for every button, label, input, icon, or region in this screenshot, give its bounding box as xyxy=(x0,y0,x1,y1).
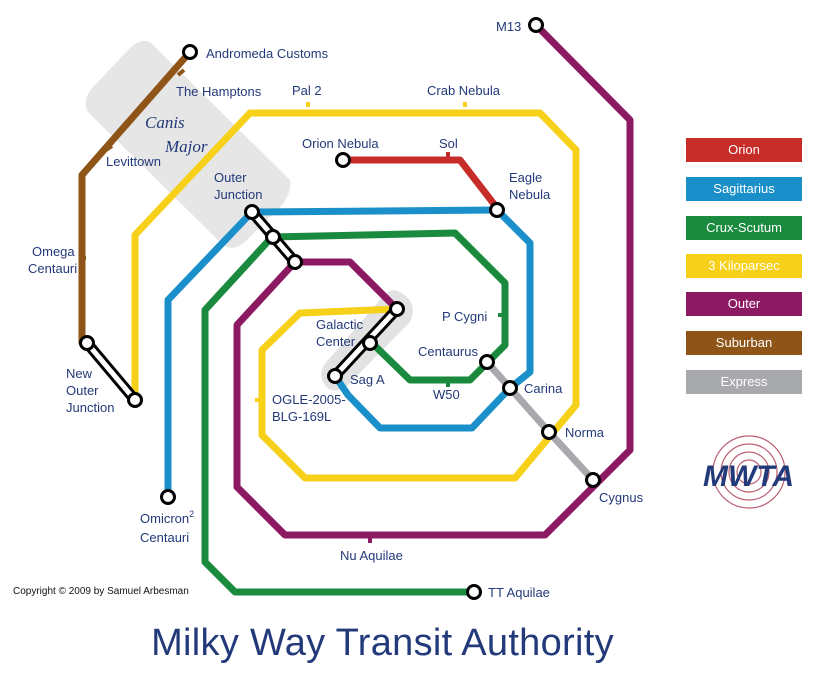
legend-express[interactable]: Express xyxy=(686,370,802,394)
label-levittown: Levittown xyxy=(106,154,161,169)
legend-3-kiloparsec[interactable]: 3 Kiloparsec xyxy=(686,254,802,278)
mwta-logo: MWTA xyxy=(703,435,794,509)
station-cygnus[interactable] xyxy=(585,472,601,488)
label-pal2: Pal 2 xyxy=(292,83,322,98)
label-omega-centauri-2: Centauri xyxy=(28,261,77,276)
station-galactic-center-a[interactable] xyxy=(389,301,405,317)
station-sag-a[interactable] xyxy=(327,368,343,384)
label-orion-nebula: Orion Nebula xyxy=(302,136,379,151)
label-eagle-nebula-2: Nebula xyxy=(509,187,551,202)
station-tt-aquilae[interactable] xyxy=(466,584,482,600)
station-omicron2-centauri[interactable] xyxy=(160,489,176,505)
station-centaurus[interactable] xyxy=(479,354,495,370)
label-outer-junction-1: Outer xyxy=(214,170,247,185)
station-eagle-nebula[interactable] xyxy=(489,202,505,218)
stations[interactable] xyxy=(79,17,601,600)
label-eagle-nebula-1: Eagle xyxy=(509,170,542,185)
label-omega-centauri-1: Omega xyxy=(32,244,75,259)
suburban-line[interactable] xyxy=(78,48,194,347)
label-ogle-2: BLG-169L xyxy=(272,409,331,424)
label-omicron2-centauri-1: Omicron2 xyxy=(140,509,194,526)
copyright-text: Copyright © 2009 by Samuel Arbesman xyxy=(13,586,189,597)
legend-suburban[interactable]: Suburban xyxy=(686,331,802,355)
station-outer-junction-c[interactable] xyxy=(287,254,303,270)
express-line[interactable] xyxy=(483,358,597,484)
label-andromeda-customs: Andromeda Customs xyxy=(206,46,329,61)
label-carina: Carina xyxy=(524,381,563,396)
label-nu-aquilae: Nu Aquilae xyxy=(340,548,403,563)
label-galactic-center-2: Center xyxy=(316,334,356,349)
label-new-outer-junction-2: Outer xyxy=(66,383,99,398)
label-outer-junction-2: Junction xyxy=(214,187,262,202)
station-norma[interactable] xyxy=(541,424,557,440)
legend-outer[interactable]: Outer xyxy=(686,292,802,316)
label-galactic-center-1: Galactic xyxy=(316,317,363,332)
label-m13: M13 xyxy=(496,19,521,34)
legend-sagittarius[interactable]: Sagittarius xyxy=(686,177,802,201)
station-orion-nebula[interactable] xyxy=(335,152,351,168)
station-new-outer-junction-a[interactable] xyxy=(79,335,95,351)
station-labels: M13 Andromeda Customs The Hamptons Pal 2… xyxy=(28,19,644,600)
station-carina[interactable] xyxy=(502,380,518,396)
station-outer-junction-a[interactable] xyxy=(244,204,260,220)
canis-major-district: Canis Major xyxy=(85,40,291,248)
station-new-outer-junction-b[interactable] xyxy=(127,392,143,408)
station-andromeda-customs[interactable] xyxy=(182,44,198,60)
label-norma: Norma xyxy=(565,425,605,440)
label-ogle-1: OGLE-2005- xyxy=(272,392,346,407)
3-kiloparsec-line[interactable] xyxy=(131,109,580,482)
station-ticks xyxy=(80,68,507,543)
legend-orion[interactable]: Orion xyxy=(686,138,802,162)
label-cygnus: Cygnus xyxy=(599,490,644,505)
map-title: Milky Way Transit Authority xyxy=(151,622,614,664)
label-p-cygni: P Cygni xyxy=(442,309,487,324)
label-the-hamptons: The Hamptons xyxy=(176,84,262,99)
outer-line[interactable] xyxy=(233,21,634,539)
sagittarius-line[interactable] xyxy=(164,206,534,501)
station-outer-junction-b[interactable] xyxy=(265,229,281,245)
label-new-outer-junction-3: Junction xyxy=(66,400,114,415)
label-crab-nebula: Crab Nebula xyxy=(427,83,501,98)
label-new-outer-junction-1: New xyxy=(66,366,93,381)
label-centaurus: Centaurus xyxy=(418,344,478,359)
orion-line[interactable] xyxy=(339,156,501,212)
station-m13[interactable] xyxy=(528,17,544,33)
label-w50: W50 xyxy=(433,387,460,402)
district-label-canis: Canis xyxy=(145,113,185,132)
label-sag-a: Sag A xyxy=(350,372,385,387)
label-tt-aquilae: TT Aquilae xyxy=(488,585,550,600)
legend-crux-scutum[interactable]: Crux-Scutum xyxy=(686,216,802,240)
station-galactic-center-b[interactable] xyxy=(362,335,378,351)
label-sol: Sol xyxy=(439,136,458,151)
district-label-major: Major xyxy=(164,137,208,156)
logo-text: MWTA xyxy=(703,460,794,493)
crux-scutum-line[interactable] xyxy=(201,229,509,596)
label-omicron2-centauri-2: Centauri xyxy=(140,530,189,545)
